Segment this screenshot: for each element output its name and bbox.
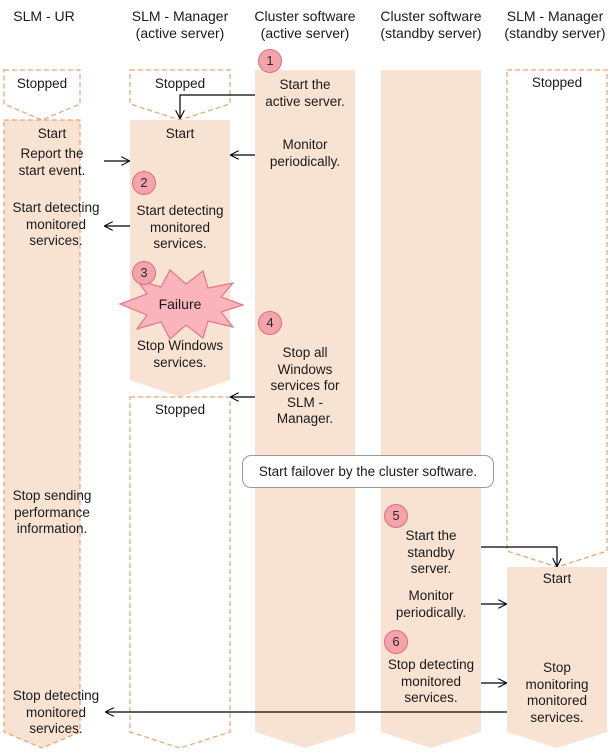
mgr-standby-stopped-lane: [506, 69, 608, 568]
state-mgr-active-stopped-after: Stopped: [154, 402, 206, 417]
mgr-active-stopped-lane: [129, 396, 231, 749]
state-ur-start: Start: [37, 126, 67, 141]
column-header-line1: SLM - Manager: [506, 8, 604, 24]
step-badge-3: 3: [132, 261, 156, 285]
label-line: active server.: [265, 93, 345, 109]
label-stop-monitoring-mgr: Stop monitoring monitored services.: [507, 660, 607, 726]
column-header-line1: Cluster software: [380, 8, 482, 24]
ur-stopped-shape: [3, 69, 81, 121]
label-report-start-event: Report the start event.: [4, 146, 100, 179]
column-header-line2: (standby server): [380, 25, 482, 41]
state-mgr-active-stopped: Stopped: [154, 76, 206, 91]
label-start-standby-server: Start the standby server.: [381, 528, 481, 578]
column-header-cluster-standby: Cluster software (standby server): [368, 8, 494, 42]
column-header-slm-manager-active: SLM - Manager (active server): [120, 8, 240, 42]
label-ur-start-detecting: Start detecting monitored services.: [4, 200, 108, 250]
column-header-line2: (standby server): [504, 25, 606, 41]
label-line: SLM -: [286, 394, 323, 410]
cluster-standby-lane: [381, 70, 481, 748]
label-line: monitored: [526, 693, 588, 708]
state-mgr-standby-stopped: Stopped: [531, 75, 583, 90]
label-monitor-periodically-2: Monitor periodically.: [381, 588, 481, 621]
label-line: services.: [153, 236, 207, 251]
label-line: Stop Windows: [136, 338, 224, 353]
label-line: Stop detecting: [12, 688, 100, 703]
label-line: Stop detecting: [387, 657, 475, 672]
label-line: monitoring: [525, 676, 589, 692]
label-line: Windows: [277, 361, 333, 377]
label-line: Report the: [20, 146, 84, 161]
label-line: services.: [530, 709, 584, 725]
label-mgr-start-detecting: Start detecting monitored services.: [130, 203, 230, 253]
label-line: services.: [29, 721, 83, 736]
state-mgr-standby-start: Start: [542, 571, 572, 586]
state-ur-stopped: Stopped: [16, 76, 68, 91]
label-line: Stop: [543, 660, 571, 675]
step-badge-1: 1: [258, 49, 282, 73]
column-header-line1: Cluster software: [254, 8, 356, 24]
label-line: Start detecting: [12, 200, 100, 215]
label-line: Manager.: [276, 411, 334, 426]
column-header-line1: SLM - UR: [13, 8, 75, 24]
step-badge-6: 6: [384, 630, 408, 654]
column-header-line2: (active server): [260, 25, 350, 41]
label-line: services for: [270, 378, 340, 393]
arrow-start-standby-server: [481, 546, 557, 566]
label-line: services.: [153, 354, 207, 370]
label-line: monitored: [25, 216, 87, 232]
arrow-start-active-server: [180, 94, 255, 118]
label-line: Start detecting: [136, 203, 224, 218]
label-line: information.: [16, 521, 88, 536]
column-header-cluster-active: Cluster software (active server): [245, 8, 365, 42]
mgr-standby-running-lane: [507, 567, 607, 748]
ur-running-lane: [3, 119, 81, 749]
column-header-slm-ur: SLM - UR: [0, 8, 88, 25]
label-line: Stop all: [282, 345, 328, 360]
label-stop-windows: Stop Windows services.: [130, 338, 230, 371]
label-stop-all-windows: Stop all Windows services for SLM - Mana…: [255, 345, 355, 428]
failover-note: Start failover by the cluster software.: [242, 455, 494, 488]
label-line: monitored: [25, 704, 87, 720]
step-badge-5: 5: [384, 504, 408, 528]
failure-burst: [118, 269, 245, 340]
label-line: performance: [14, 504, 90, 520]
label-ur-stop-detecting: Stop detecting monitored services.: [4, 688, 108, 738]
label-stop-sending: Stop sending performance information.: [4, 488, 100, 538]
label-line: Monitor: [408, 588, 454, 603]
label-line: services.: [404, 690, 458, 705]
step-badge-2: 2: [132, 171, 156, 195]
label-line: services.: [29, 233, 83, 248]
column-header-line2: (active server): [135, 25, 225, 41]
label-line: start event.: [18, 162, 86, 178]
label-line: Monitor: [282, 137, 328, 152]
label-line: Start the: [279, 77, 331, 92]
step-badge-4: 4: [258, 311, 282, 335]
label-failure: Failure: [158, 296, 202, 312]
label-monitor-periodically-1: Monitor periodically.: [255, 137, 355, 170]
label-line: standby: [407, 544, 455, 560]
label-line: monitored: [149, 219, 211, 235]
label-line: periodically.: [269, 153, 341, 169]
label-start-active-server: Start the active server.: [255, 77, 355, 110]
state-mgr-active-start: Start: [165, 126, 195, 141]
column-header-line1: SLM - Manager: [131, 8, 229, 24]
column-header-slm-manager-standby: SLM - Manager (standby server): [497, 8, 613, 42]
label-line: periodically.: [395, 604, 467, 620]
label-line: server.: [410, 561, 452, 576]
label-line: Start the: [405, 528, 457, 543]
label-line: monitored: [400, 673, 462, 689]
label-line: Stop sending: [12, 488, 92, 503]
label-stop-detecting-cluster: Stop detecting monitored services.: [381, 657, 481, 707]
cluster-active-lane: [255, 70, 355, 748]
